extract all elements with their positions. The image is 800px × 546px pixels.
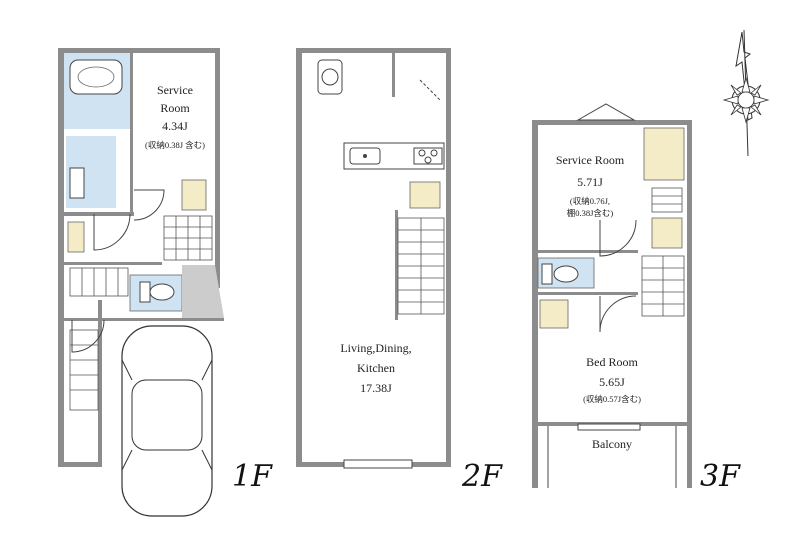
bed-room-note: (収納0.57J含む) bbox=[583, 394, 641, 404]
storage-area-3f-2 bbox=[651, 217, 683, 249]
door-swing-icon-3 bbox=[71, 319, 105, 353]
service-room-1f-note: (収納0.38J 含む) bbox=[145, 140, 205, 150]
kitchen-counter bbox=[343, 142, 445, 170]
stair-icon-2f bbox=[397, 217, 445, 315]
toilet-icon-2f bbox=[317, 59, 343, 95]
ldk-size: 17.38J bbox=[360, 381, 392, 395]
service-room-3f-size: 5.71J bbox=[577, 175, 603, 189]
door-swing-icon-3f-2 bbox=[599, 295, 637, 333]
compass bbox=[722, 29, 770, 157]
service-room-1f-name-line2: Room bbox=[160, 101, 190, 115]
bed-room-size: 5.65J bbox=[599, 375, 625, 389]
balcony-railing bbox=[547, 423, 677, 488]
toilet-icon-3f bbox=[541, 263, 579, 285]
floor-1f-walls bbox=[58, 48, 224, 467]
stove-icon bbox=[413, 147, 443, 165]
storage-area-3f bbox=[643, 127, 685, 181]
compass-rose-icon bbox=[722, 76, 770, 124]
stair-void-line bbox=[419, 79, 441, 101]
service-room-1f-name-line1: Service bbox=[157, 83, 193, 97]
door-swing-icon-3f bbox=[599, 219, 637, 257]
bed-room-name: Bed Room bbox=[586, 355, 638, 369]
stair-icon-3f bbox=[641, 187, 685, 317]
floor-2f: Living,Dining, Kitchen 17.38J 2F bbox=[296, 48, 503, 494]
carport-hatch bbox=[182, 265, 224, 318]
car-icon bbox=[121, 325, 213, 517]
storage-area-2f bbox=[409, 181, 441, 209]
toilet-icon bbox=[139, 281, 175, 303]
floor-label-2f: 2F bbox=[461, 459, 503, 494]
sink-icon-2f bbox=[349, 147, 381, 165]
floor-2f-walls bbox=[296, 48, 451, 467]
ldk-name-line2: Kitchen bbox=[357, 361, 395, 375]
stair-icon bbox=[163, 215, 213, 261]
storage-area bbox=[181, 179, 207, 211]
window-2f bbox=[343, 459, 413, 469]
floor-1f: Service Room 4.34J (収納0.38J 含む) 1F bbox=[58, 48, 273, 517]
service-room-1f-size: 4.34J bbox=[162, 119, 188, 133]
floor-label-1f: 1F bbox=[232, 459, 273, 494]
storage-area-2 bbox=[67, 221, 85, 253]
ldk-name-line1: Living,Dining, bbox=[340, 341, 411, 355]
door-swing-icon bbox=[93, 213, 131, 251]
floor-label-3f: 3F bbox=[700, 459, 741, 494]
floor-3f: Service Room 5.71J (収納0.76J, 棚0.38J含む) B… bbox=[532, 103, 741, 494]
sink-icon bbox=[69, 167, 85, 199]
roof-vent bbox=[576, 103, 636, 121]
bathtub-icon bbox=[69, 59, 123, 95]
storage-area-3f-3 bbox=[539, 299, 569, 329]
stair-icon-entry bbox=[69, 267, 129, 411]
service-room-3f-note-line2: 棚0.38J含む) bbox=[567, 208, 614, 218]
service-room-3f-name: Service Room bbox=[556, 153, 625, 167]
balcony-name: Balcony bbox=[592, 437, 632, 451]
service-room-3f-note-line1: (収納0.76J, bbox=[570, 196, 610, 206]
door-swing-icon-2 bbox=[133, 189, 165, 221]
